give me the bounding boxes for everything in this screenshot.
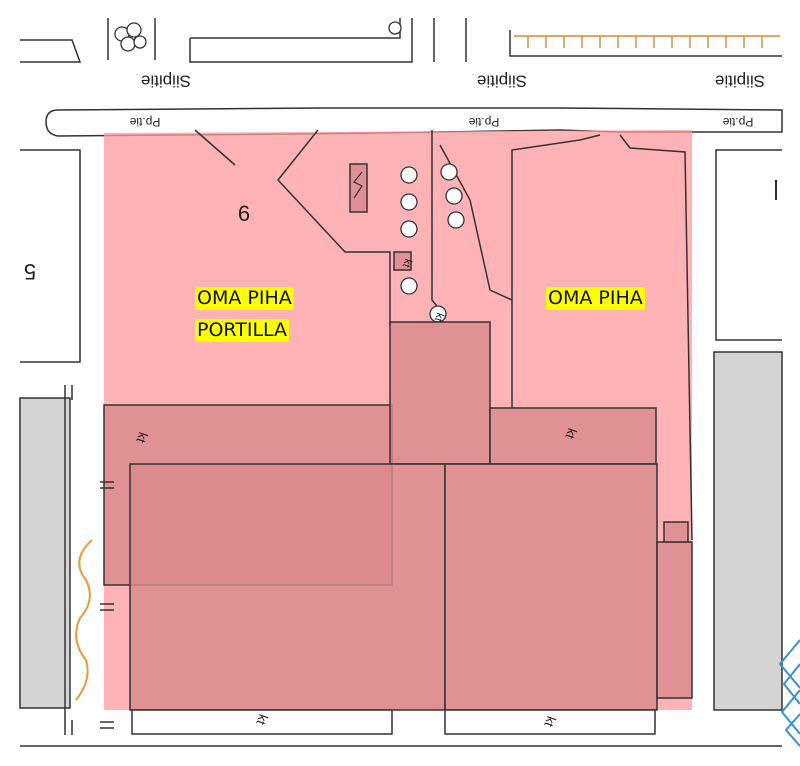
building-mark-3: kt <box>400 257 414 269</box>
bottom-structures <box>20 709 782 747</box>
path-label-2: Pp.tie <box>468 115 499 129</box>
neighbor-plot-left <box>20 149 81 363</box>
annotation-oma-piha-portilla-line2: PORTILLA <box>195 319 290 342</box>
main-building <box>103 321 693 711</box>
logo-corner <box>778 639 800 747</box>
small-structure <box>349 163 368 213</box>
plot-number-6: 6 <box>238 201 250 226</box>
road-label-siipitie-3: Siipitie <box>715 72 765 91</box>
neighbor-building-right <box>713 351 783 711</box>
annotation-oma-piha: OMA PIHA <box>546 287 645 310</box>
yard-lines <box>194 129 693 541</box>
path-label-3: Pp.tie <box>722 115 753 129</box>
neighbor-building-left <box>19 397 71 709</box>
plot-number-5: 5 <box>24 259 36 284</box>
entry-marks <box>100 481 114 729</box>
top-shrubs <box>114 21 402 52</box>
yard-trees <box>400 163 465 323</box>
neighbor-plot-right <box>715 149 782 341</box>
road-label-siipitie-2: Siipitie <box>477 72 527 91</box>
small-shed <box>393 251 412 271</box>
annotation-oma-piha-portilla-line1: OMA PIHA <box>195 287 294 310</box>
path-label-1: Pp.tie <box>129 115 160 129</box>
building-mark-4: kt <box>432 311 446 323</box>
boundary-line-left <box>64 385 73 735</box>
pedestrian-path <box>45 107 783 137</box>
road-label-siipitie-1: Siipitie <box>141 72 191 91</box>
fence-hatch <box>514 35 780 48</box>
property-boundary-orange <box>75 539 93 701</box>
